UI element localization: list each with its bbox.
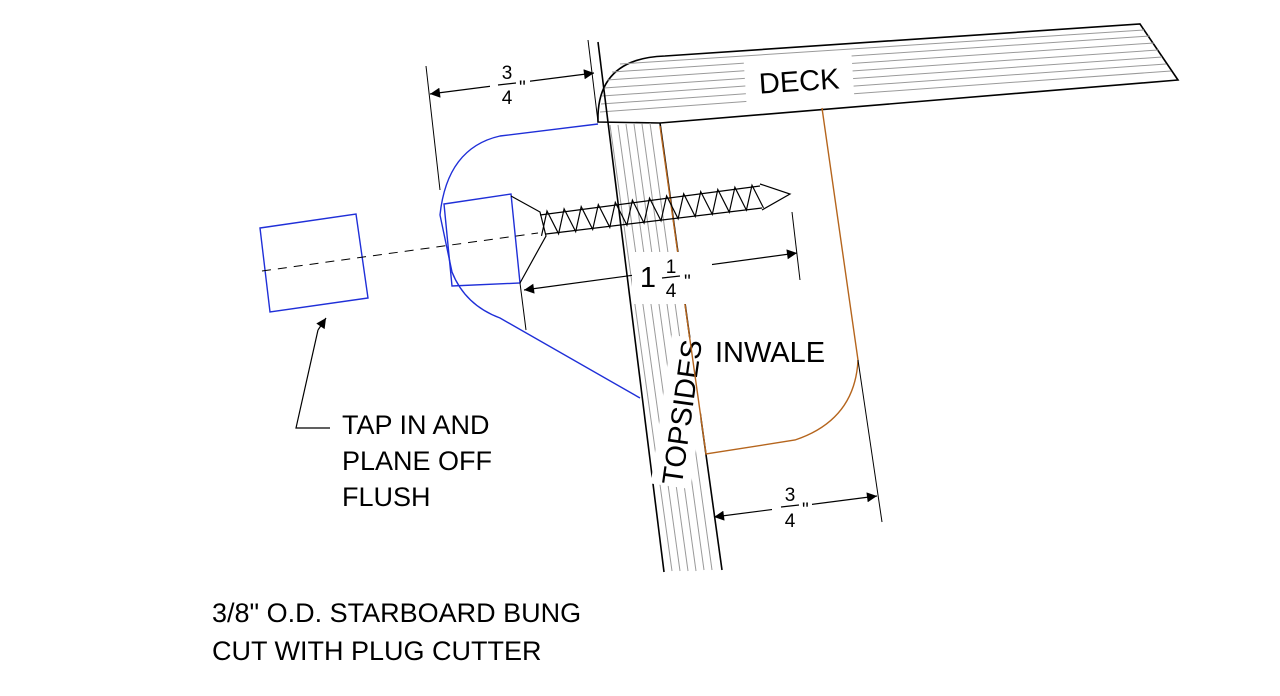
tap-note-line-3: FLUSH [342, 482, 431, 512]
bung-note-line-1: 3/8" O.D. STARBOARD BUNG [212, 598, 581, 628]
tap-note-line-1: TAP IN AND [342, 410, 490, 440]
dimension-screw-length: 1 1 4 " [519, 211, 801, 331]
topsides-plank: TOPSIDES [597, 41, 723, 573]
tap-leader-arrow [316, 317, 327, 331]
dim-top-den: 4 [502, 88, 513, 109]
dim-top-unit: " [519, 78, 526, 99]
inwale-outline [659, 107, 859, 455]
screw-shank-top [539, 185, 761, 216]
topsides-label-bg [650, 334, 712, 490]
tap-note-line-2: PLANE OFF [342, 446, 492, 476]
deck-board: DECK [597, 23, 1180, 124]
inwale-label: INWALE [715, 337, 825, 369]
dim-screw-whole: 1 [640, 262, 656, 294]
deck-outline [597, 23, 1180, 124]
loose-bung [259, 213, 369, 313]
screw-shank-bottom [545, 207, 763, 235]
dim-top-num: 3 [502, 63, 513, 84]
counterbore-plug [443, 193, 521, 287]
inwale: INWALE [659, 107, 859, 455]
bung-note-line-2: CUT WITH PLUG CUTTER [212, 636, 542, 666]
dim-screw-unit: " [684, 272, 691, 293]
dimension-top-bung-depth: 3 4 " [425, 39, 599, 191]
dim-inwale-unit: " [802, 500, 809, 521]
clamp-block-outline [439, 123, 641, 399]
tap-leader [295, 329, 330, 429]
dimension-inwale-width: 3 4 " [713, 359, 883, 532]
deck-label: DECK [758, 63, 841, 100]
bung-block [259, 123, 641, 399]
screw-thread [540, 183, 765, 237]
topsides-outer-edge [597, 41, 665, 573]
tap-note: TAP IN AND PLANE OFF FLUSH [295, 317, 492, 512]
dim-screw-den: 4 [666, 281, 677, 302]
deck-grain [599, 29, 1172, 113]
dim-inwale-num: 3 [785, 485, 796, 506]
deck-label-bg [743, 54, 855, 104]
dim-screw-num: 1 [666, 257, 677, 278]
screw [510, 183, 792, 284]
bung-centerline [261, 232, 539, 272]
dim-inwale-den: 4 [785, 511, 796, 532]
screw-tip [759, 183, 792, 211]
bung-note: 3/8" O.D. STARBOARD BUNG CUT WITH PLUG C… [212, 598, 581, 666]
